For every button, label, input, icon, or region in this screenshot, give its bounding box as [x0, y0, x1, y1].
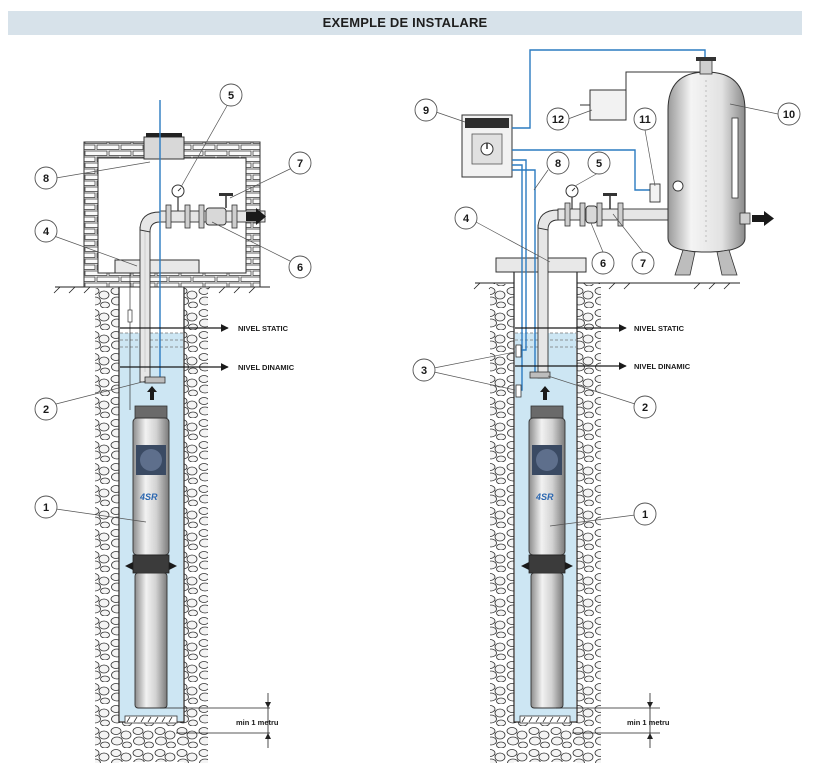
- callout-3: 3: [412, 351, 516, 391]
- level-probe-lower: [515, 384, 522, 398]
- svg-text:1: 1: [43, 502, 49, 514]
- svg-text:4: 4: [43, 226, 50, 238]
- pressure-switch: [649, 183, 661, 203]
- callout-6-left: 6: [211, 221, 312, 279]
- check-valve: [205, 207, 227, 226]
- callout-8-left: 8: [34, 161, 151, 190]
- diagram-left: 4SR NIVEL STATIC NIVEL DINAMIC min 1 met…: [34, 83, 312, 763]
- borehole-stones-right: [184, 288, 208, 763]
- control-panel: [461, 114, 513, 178]
- callout-4-right: 4: [454, 206, 551, 263]
- level-probe-upper: [515, 344, 522, 358]
- check-valve-right: [585, 205, 598, 224]
- svg-text:2: 2: [642, 402, 648, 414]
- svg-text:5: 5: [596, 158, 602, 170]
- callout-5-right: 5: [574, 151, 611, 187]
- svg-text:12: 12: [552, 114, 564, 126]
- outflow-arrow-right: [752, 211, 774, 226]
- svg-text:7: 7: [640, 258, 646, 270]
- callout-10: 10: [729, 102, 801, 126]
- pit-cover: [143, 136, 185, 160]
- borehole-stones-bottom: [119, 722, 184, 762]
- well-bottom-grate-right: [519, 715, 571, 724]
- svg-text:6: 6: [600, 258, 606, 270]
- svg-text:8: 8: [555, 158, 561, 170]
- pressure-switch-box: [589, 89, 627, 121]
- svg-text:5: 5: [228, 90, 234, 102]
- well-bottom-grate: [124, 715, 178, 724]
- outflow-arrow-left: [246, 208, 266, 225]
- gate-valve-handle: [219, 193, 233, 196]
- callout-5-left: 5: [180, 83, 243, 188]
- svg-text:8: 8: [43, 173, 49, 185]
- pressure-tank: [667, 57, 774, 276]
- callout-2-right: 2: [547, 375, 657, 419]
- callout-12: 12: [546, 107, 593, 131]
- pump-model-label-left: 4SR: [139, 492, 158, 502]
- callout-1-right: 1: [549, 502, 657, 527]
- svg-text:2: 2: [43, 404, 49, 416]
- callout-2-left: 2: [34, 380, 147, 421]
- callout-1-left: 1: [34, 495, 147, 523]
- svg-text:7: 7: [297, 158, 303, 170]
- svg-text:3: 3: [421, 365, 427, 377]
- dynamic-level-label-right: NIVEL DINAMIC: [634, 362, 691, 371]
- gate-valve-handle-right: [603, 193, 617, 196]
- svg-text:4: 4: [463, 213, 470, 225]
- callout-8-right: 8: [533, 151, 570, 191]
- section-header: EXEMPLE DE INSTALARE: [8, 11, 802, 35]
- callout-4-left: 4: [34, 219, 138, 267]
- svg-text:6: 6: [297, 262, 303, 274]
- min-depth-label-left: min 1 metru: [236, 718, 279, 727]
- pump-right: 4SR: [521, 405, 573, 709]
- svg-text:9: 9: [423, 105, 429, 117]
- static-level-label-left: NIVEL STATIC: [238, 324, 289, 333]
- callout-6-right: 6: [590, 222, 615, 275]
- riser-pipe-right: [537, 224, 549, 379]
- borehole-stones-left: [95, 288, 119, 763]
- section-title: EXEMPLE DE INSTALARE: [322, 15, 488, 30]
- svg-text:1: 1: [642, 509, 648, 521]
- dynamic-level-label-left: NIVEL DINAMIC: [238, 363, 295, 372]
- pump-left: 4SR: [125, 405, 177, 709]
- svg-text:10: 10: [783, 109, 795, 121]
- static-level-label-right: NIVEL STATIC: [634, 324, 685, 333]
- borehole-stones-left-2: [490, 284, 514, 763]
- borehole-stones-right-2: [577, 284, 601, 763]
- callout-9: 9: [414, 98, 466, 123]
- svg-text:11: 11: [639, 114, 651, 126]
- callout-7-left: 7: [229, 151, 312, 199]
- min-depth-dimension-right: min 1 metru: [556, 693, 670, 748]
- min-depth-label-right: min 1 metru: [627, 718, 670, 727]
- pump-model-label-right: 4SR: [535, 492, 554, 502]
- callout-7-right: 7: [612, 213, 655, 275]
- diagram-right: 4SR NIVEL STATIC NIVEL DINAMIC: [412, 49, 801, 763]
- min-depth-dimension-left: min 1 metru: [160, 693, 279, 748]
- level-probe-left: [144, 376, 166, 384]
- callout-11: 11: [633, 107, 657, 187]
- level-probe-right: [529, 371, 551, 379]
- well-head-plate: [114, 259, 200, 274]
